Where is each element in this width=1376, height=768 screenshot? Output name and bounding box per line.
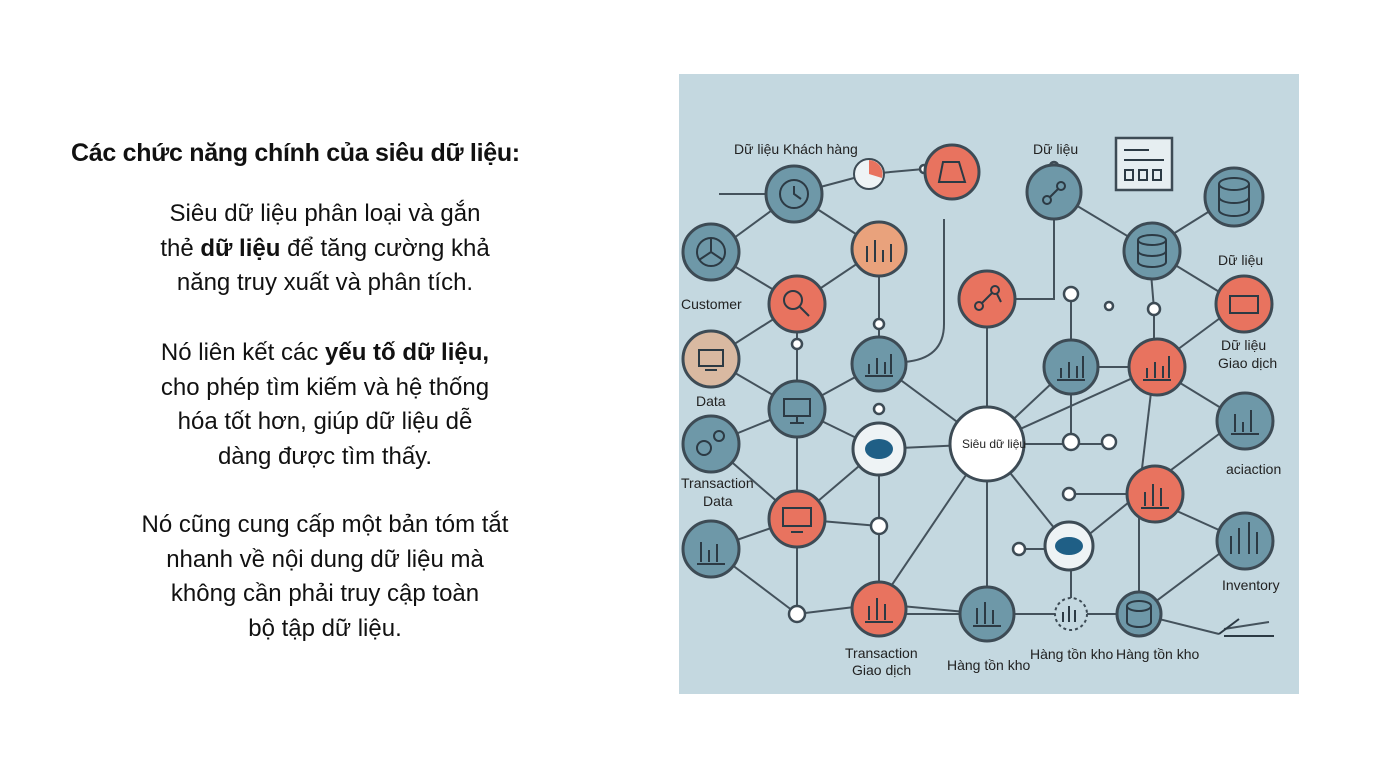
text-segment: hóa tốt hơn, giúp dữ liệu dễ bbox=[177, 408, 473, 435]
diagram-svg: Dữ liệu Khách hàng Dữ liệu Dữ liệu Custo… bbox=[681, 136, 1281, 678]
node-share-blue bbox=[1025, 163, 1083, 221]
text-segment: nhanh về nội dung dữ liệu mà bbox=[166, 545, 484, 573]
text-segment: dàng được tìm thấy. bbox=[217, 442, 433, 470]
node-monitor-red bbox=[767, 489, 827, 549]
label-transaction-vi-2: Giao dịch bbox=[852, 662, 911, 678]
paragraph-line: năng truy xuất và phân tích. bbox=[118, 266, 532, 301]
node-bars-blue-mid bbox=[1042, 338, 1100, 396]
node-bars-red-right bbox=[1125, 464, 1185, 524]
node-pie bbox=[681, 222, 741, 282]
paragraph-line: Nó liên kết các yếu tố dữ liệu, bbox=[118, 336, 532, 371]
node-share-red bbox=[957, 269, 1017, 329]
label-transaction-vi-1: Transaction bbox=[845, 645, 918, 661]
text-segment: Siêu dữ liệu phân loại và gắn bbox=[169, 200, 481, 227]
text-segment: không cần phải truy cập toàn bbox=[170, 580, 480, 607]
center-label: Siêu dữ liệu bbox=[962, 437, 1026, 451]
label-inventory-vi-2: Hàng tồn kho bbox=[1030, 646, 1113, 662]
paragraph-line: Nó cũng cung cấp một bản tóm tắt bbox=[118, 508, 532, 543]
bold-text: yếu tố dữ liệu, bbox=[325, 339, 490, 366]
paragraph-line: không cần phải truy cập toàn bbox=[118, 577, 532, 612]
label-data-vi-transaction-1: Dữ liệu bbox=[1221, 337, 1266, 353]
paragraph-linking: Nó liên kết các yếu tố dữ liệu,cho phép … bbox=[118, 336, 532, 474]
connector-dots bbox=[787, 160, 1162, 624]
node-bars-blue-bottom bbox=[958, 585, 1016, 643]
label-data: Data bbox=[696, 393, 726, 409]
node-card-red bbox=[1214, 274, 1274, 334]
label-data-vi-transaction-2: Giao dịch bbox=[1218, 355, 1277, 371]
diagram-labels: Dữ liệu Khách hàng Dữ liệu Dữ liệu Custo… bbox=[681, 141, 1281, 678]
text-segment: thẻ bbox=[160, 234, 201, 262]
slide-title: Các chức năng chính của siêu dữ liệu: bbox=[71, 139, 520, 167]
node-monitor-beige bbox=[681, 329, 741, 389]
metadata-network-diagram: Dữ liệu Khách hàng Dữ liệu Dữ liệu Custo… bbox=[679, 74, 1299, 694]
text-segment: bộ tập dữ liệu. bbox=[248, 614, 402, 642]
node-bars-blue-2 bbox=[681, 519, 741, 579]
paragraph-summary: Nó cũng cung cấp một bản tóm tắt nhanh về… bbox=[118, 508, 532, 646]
text-segment: Nó cũng cung cấp một bản tóm tắt bbox=[141, 511, 509, 538]
label-inventory-vi-3: Hàng tồn kho bbox=[1116, 646, 1199, 662]
node-center-metadata bbox=[948, 405, 1026, 483]
node-bars-blue-1 bbox=[850, 335, 908, 393]
node-chart-red-top bbox=[923, 143, 981, 201]
node-bars-small bbox=[1054, 597, 1088, 631]
label-aciaction: aciaction bbox=[1226, 461, 1281, 477]
label-customer-data-vi: Dữ liệu Khách hàng bbox=[734, 141, 858, 157]
label-data-vi-top: Dữ liệu bbox=[1033, 141, 1078, 157]
node-bars-orange bbox=[850, 220, 908, 278]
text-segment: cho phép tìm kiếm và hệ thống bbox=[160, 373, 490, 401]
node-lever-icon bbox=[1218, 618, 1274, 637]
label-customer: Customer bbox=[681, 296, 742, 312]
node-form-icon bbox=[1114, 136, 1174, 192]
paragraph-line: thẻ dữ liệu để tăng cường khả bbox=[118, 232, 532, 267]
label-inventory: Inventory bbox=[1222, 577, 1280, 593]
node-clock bbox=[764, 164, 824, 224]
node-bars-red-mid bbox=[1127, 337, 1187, 397]
node-database-bottom bbox=[1115, 590, 1163, 638]
node-bars-blue-right bbox=[1215, 391, 1275, 451]
node-pie-small bbox=[853, 158, 885, 190]
node-database-center-right bbox=[1043, 520, 1095, 572]
node-bars-cylinders bbox=[1215, 511, 1275, 571]
paragraph-line: dàng được tìm thấy. bbox=[118, 440, 532, 475]
bold-text: dữ liệu bbox=[200, 234, 281, 262]
node-search bbox=[767, 274, 827, 334]
node-database-center-left bbox=[851, 421, 907, 477]
paragraph-classification: Siêu dữ liệu phân loại và gắn thẻ dữ liệu… bbox=[118, 197, 532, 301]
label-transaction-data-2: Data bbox=[703, 493, 733, 509]
paragraph-line: Siêu dữ liệu phân loại và gắn bbox=[118, 197, 532, 232]
node-gears bbox=[681, 414, 741, 474]
paragraph-line: hóa tốt hơn, giúp dữ liệu dễ bbox=[118, 405, 532, 440]
text-segment: năng truy xuất và phân tích. bbox=[176, 269, 474, 296]
node-monitor bbox=[767, 379, 827, 439]
node-bars-red-bottom bbox=[850, 580, 908, 638]
label-data-vi-right: Dữ liệu bbox=[1218, 252, 1263, 268]
text-segment: để tăng cường khả bbox=[280, 234, 490, 262]
label-transaction-data-1: Transaction bbox=[681, 475, 754, 491]
text-segment: Nó liên kết các bbox=[160, 339, 325, 366]
paragraph-line: cho phép tìm kiếm và hệ thống bbox=[118, 371, 532, 406]
paragraph-line: bộ tập dữ liệu. bbox=[118, 612, 532, 647]
node-database-mid-right bbox=[1122, 221, 1182, 281]
label-inventory-vi-1: Hàng tồn kho bbox=[947, 657, 1030, 673]
node-database-top-right bbox=[1203, 166, 1265, 228]
paragraph-line: nhanh về nội dung dữ liệu mà bbox=[118, 543, 532, 578]
